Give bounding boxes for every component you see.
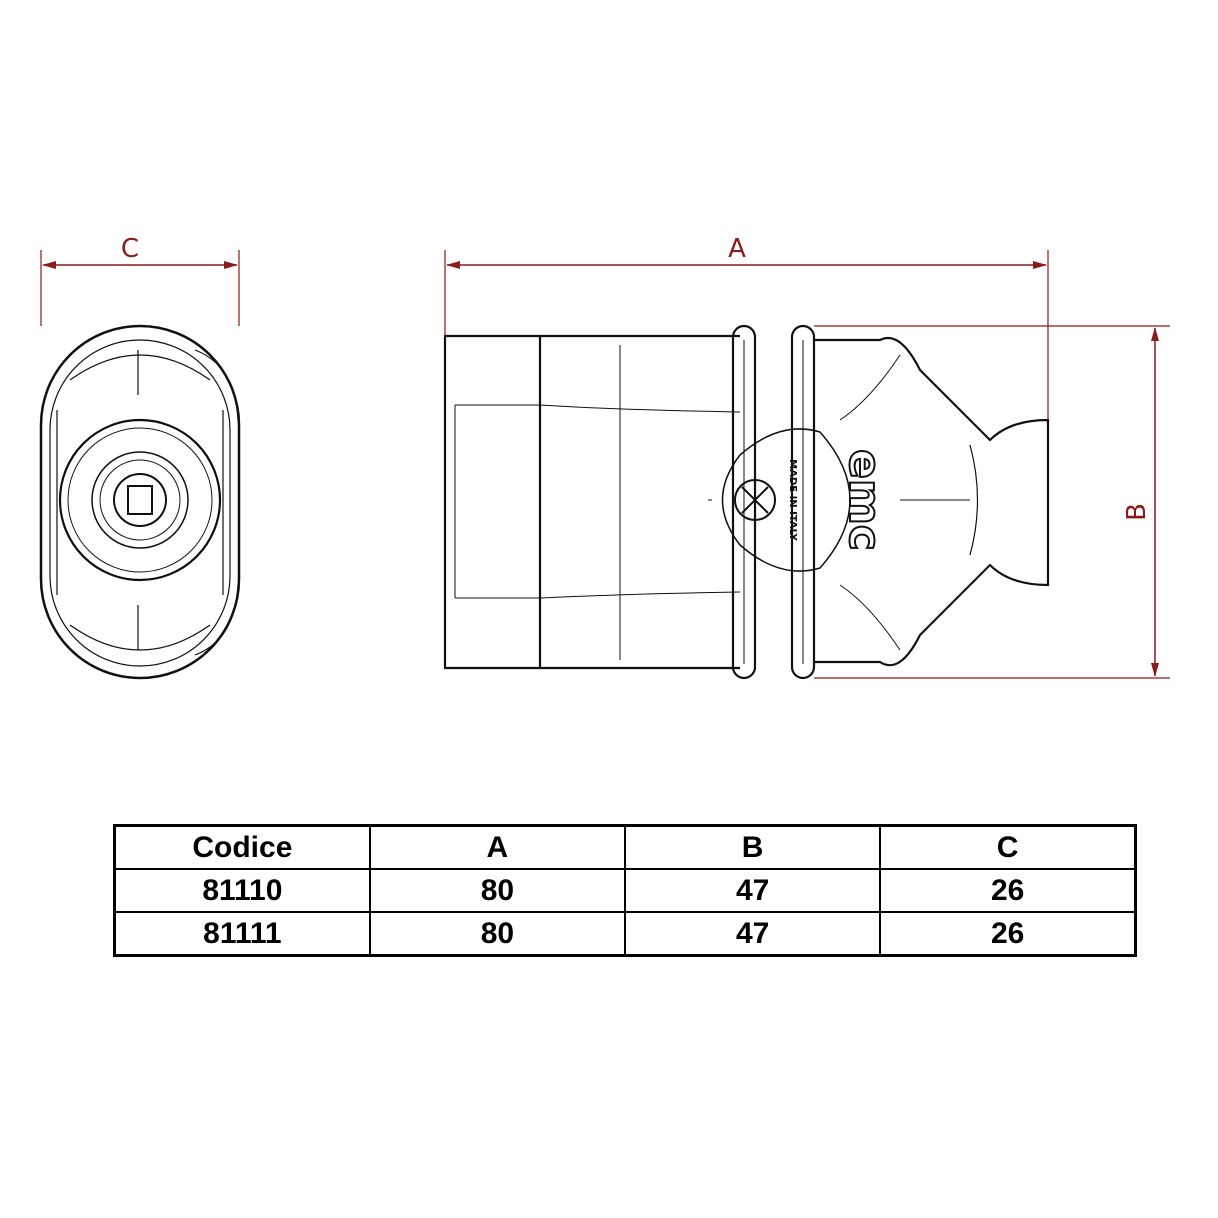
dimension-c: C — [40, 234, 240, 326]
logo-emc: emc — [839, 449, 890, 551]
dimension-a: A — [444, 234, 1049, 420]
brand-logo: emc MADE IN ITALY — [787, 448, 891, 552]
cell-c: 26 — [879, 911, 1137, 957]
dimensions-table: Codice A B C 81110 80 47 26 81111 80 47 … — [113, 824, 1137, 957]
cell-codice: 81110 — [113, 868, 371, 913]
front-view — [39, 324, 241, 680]
dimension-label-b: B — [1122, 503, 1152, 521]
table-row: 81111 80 47 26 — [113, 911, 1137, 957]
cell-codice: 81111 — [113, 911, 371, 957]
cell-a: 80 — [368, 868, 627, 913]
table-row: 81110 80 47 26 — [113, 868, 1137, 913]
cell-b: 47 — [623, 868, 882, 913]
cell-c: 26 — [879, 868, 1137, 913]
side-view — [443, 324, 1050, 680]
technical-drawing: C emc MADE IN ITALY — [39, 234, 1170, 680]
made-in-italy-badge: MADE IN ITALY — [787, 459, 798, 541]
header-a: A — [368, 824, 627, 870]
header-codice: Codice — [113, 824, 371, 870]
header-c: C — [879, 824, 1137, 870]
dimension-label-a: A — [728, 234, 746, 264]
dimension-label-c: C — [121, 234, 139, 264]
table-header-row: Codice A B C — [113, 824, 1137, 870]
cell-b: 47 — [623, 911, 882, 957]
header-b: B — [623, 824, 882, 870]
dimension-b: B — [814, 325, 1170, 679]
cell-a: 80 — [368, 911, 627, 957]
